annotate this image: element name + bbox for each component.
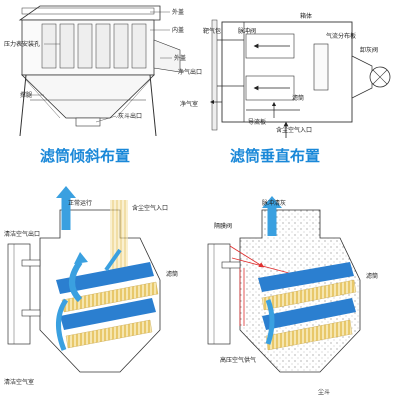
label-dust-inlet: 含尘空气入口 (132, 204, 168, 212)
label-dust-inlet: 含尘空气入口 (276, 126, 312, 134)
label-clean-room: 净气室 (180, 100, 198, 108)
distribution-plate (313, 43, 329, 91)
label-clean-outlet: 净气出口 (178, 68, 202, 76)
label-box: 箱体 (300, 12, 312, 20)
label-pressure-hole: 压力表安装孔 (4, 40, 40, 48)
label-unloader-valve: 卸灰阀 (360, 46, 378, 54)
label-pulse-valve: 脉冲阀 (238, 27, 256, 35)
label-inner-cover: 内盖 (172, 26, 184, 34)
air-bag-pipe (211, 19, 218, 131)
label-clean-outlet: 清洁空气出口 (4, 230, 40, 238)
title-tilted: 滤筒倾斜布置 (40, 147, 130, 165)
label-filter-right: 滤筒 (366, 272, 378, 280)
label-air-bag: 靶气包 (203, 27, 221, 35)
label-filter: 滤筒 (166, 270, 178, 278)
label-distribution-plate: 气流分布板 (326, 32, 356, 40)
ash-outlet-shape (75, 117, 101, 127)
top-left-collector: 外盖 内盖 压力表安装孔 外盖 撑腿 灰斗出口 滤筒倾斜布置 (4, 5, 186, 165)
filters-left (56, 262, 159, 349)
bottom-left-normal: 正常运行 清洁空气出口 含尘空气入口 滤筒 清洁空气室 (4, 186, 178, 386)
label-guide-plate: 导流板 (248, 118, 266, 126)
bottom-right-pulse: 脉冲清灰 隔膜阀 滤筒 高压空气供气 尘斗 (207, 196, 378, 396)
top-right-schematic: 靶气包 脉冲阀 箱体 气流分布板 卸灰阀 净气出口 净气室 导流板 滤筒 含尘空… (178, 12, 391, 165)
hopper (21, 74, 155, 119)
label-outer-cover-2: 外盖 (174, 54, 186, 62)
label-filter-cartridge: 滤筒 (292, 94, 304, 102)
label-support-leg: 撑腿 (20, 91, 32, 99)
label-dust: 尘斗 (318, 388, 330, 396)
filters-right (258, 262, 357, 351)
label-pulse-clean: 脉冲清灰 (262, 199, 286, 207)
label-clean-room: 清洁空气室 (4, 378, 34, 386)
label-normal-run: 正常运行 (68, 199, 92, 207)
label-pulse-valve: 隔膜阀 (214, 222, 232, 230)
title-vertical: 滤筒垂直布置 (230, 147, 320, 165)
label-hp-air: 高压空气供气 (220, 356, 256, 364)
label-outer-cover: 外盖 (172, 8, 184, 16)
label-ash-outlet: 灰斗出口 (118, 112, 142, 120)
cartridges (41, 23, 147, 69)
